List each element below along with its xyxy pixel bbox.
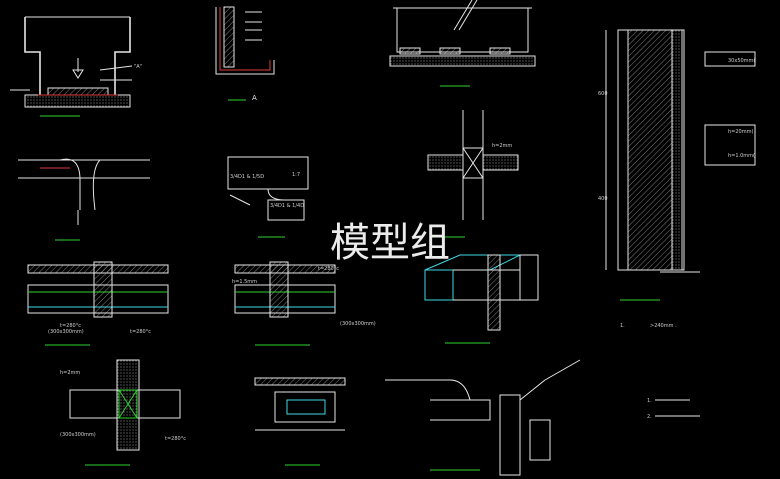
detail-fitting: 3/4D1 & 1/5D 3/4D1 & 1/4D 1:7 (227, 156, 309, 238)
note-2: 1. (647, 398, 652, 404)
label-a-detail: "A" (134, 64, 142, 70)
dim-top: 600 (598, 91, 608, 97)
detail-fire-damper-long: t=280°c (300x300mm) t=280°c (27, 261, 169, 346)
dim-mid: 400 (598, 196, 608, 202)
note-3: 2. (647, 414, 652, 420)
detail-ceiling-section (389, 0, 536, 87)
label-h2-bottom: h=2mm (60, 370, 80, 376)
watermark: 模型组 (330, 220, 450, 266)
label-h1: h=1.0mm( (728, 153, 755, 159)
label-t280-b: t=280°c (130, 329, 151, 335)
detail-wall-opening: "A" (10, 16, 142, 117)
detail-ceiling-grille (254, 377, 346, 466)
notes-block: 1. 2. (647, 398, 700, 420)
label-panel-a: A (252, 94, 257, 102)
label-size-30x50: 30x50mm( (728, 58, 755, 64)
detail-duct-elbow (18, 158, 150, 241)
label-t280-a: t=280°c (60, 323, 81, 329)
detail-wall-penetration: h=2mm (427, 110, 519, 238)
detail-pipe-bend (385, 359, 581, 476)
note-1-number: 1. (620, 323, 625, 329)
label-h20: h=20mm( (728, 129, 753, 135)
detail-parapet: A (215, 6, 275, 102)
detail-3d-duct (424, 254, 539, 344)
label-t280-c: t=280°c (318, 266, 339, 272)
detail-damper-wall: h=2mm (300x300mm) t=280°c (60, 359, 186, 466)
detail-fire-damper-mid: h=1.5mm t=280°c (300x300mm) (232, 261, 376, 346)
label-duct-300-a: (300x300mm) (48, 329, 84, 335)
label-fraction-a: 3/4D1 & 1/5D (230, 174, 264, 180)
note-1-text: >240mm . (650, 323, 677, 329)
label-h15: h=1.5mm (232, 279, 257, 285)
detail-tall-wall: 600 400 30x50mm( h=20mm( h=1.0mm( 1. >24… (598, 29, 756, 329)
label-duct-300-b: (300x300mm) (340, 321, 376, 327)
label-t280-d: t=280°c (165, 436, 186, 442)
label-h2-top: h=2mm (492, 143, 512, 149)
label-ratio: 1:7 (292, 172, 300, 178)
label-fraction-b: 3/4D1 & 1/4D (270, 203, 304, 209)
label-duct-300-c: (300x300mm) (60, 432, 96, 438)
